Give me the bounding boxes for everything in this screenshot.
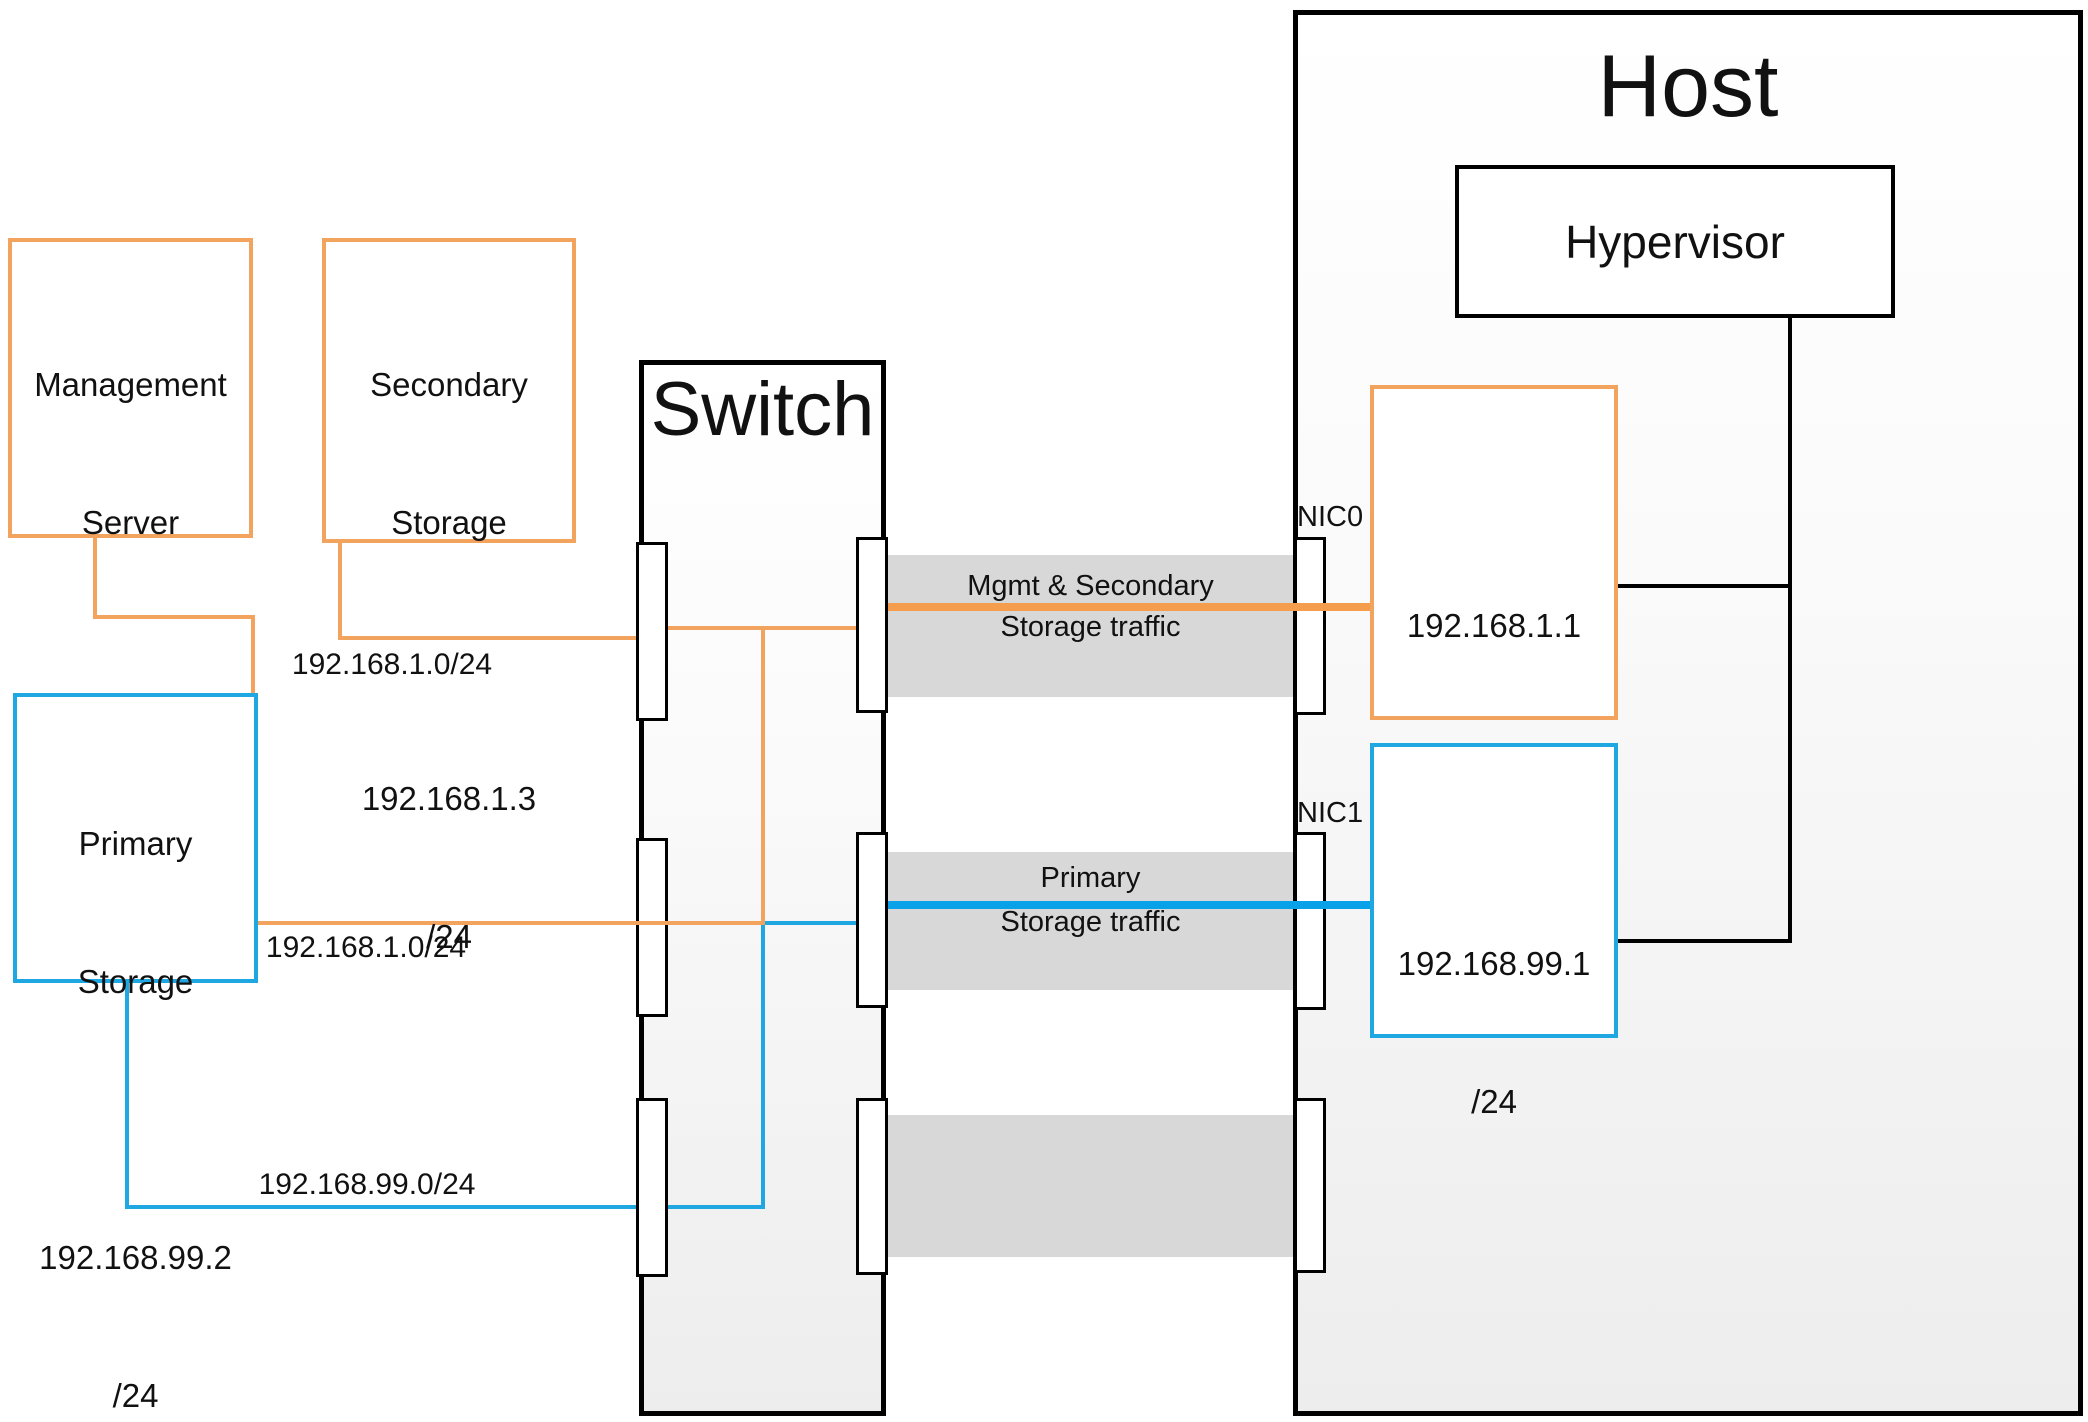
hypervisor-box: Hypervisor — [1455, 165, 1895, 318]
primary-storage-box: Primary Storage 192.168.99.2 /24 — [13, 693, 258, 1414]
primary-storage-name-line1: Primary — [78, 825, 193, 862]
hypervisor-label: Hypervisor — [1565, 215, 1785, 268]
nic1-box: 192.168.99.1 /24 — [1370, 743, 1618, 1120]
secondary-subnet-label: 192.168.1.0/24 — [291, 648, 493, 681]
management-subnet-label: 192.168.1.0/24 — [265, 931, 467, 964]
nic1-trunk-branch — [1618, 939, 1792, 943]
band-mgmt-secondary-label-line1: Mgmt & Secondary — [967, 570, 1214, 602]
management-server-box: Management Server 192.168.1.2 /24 — [8, 238, 253, 955]
primary-storage-spacer — [17, 1097, 254, 1143]
nic0-box: 192.168.1.1 /24 — [1370, 385, 1618, 782]
management-link-vertical-1 — [93, 538, 97, 619]
hypervisor-trunk-vertical — [1788, 318, 1792, 943]
management-server-name-line1: Management — [34, 366, 227, 403]
primary-link-horizontal — [125, 1205, 642, 1209]
nic1-port-label: NIC1 — [1297, 797, 1364, 829]
band-mgmt-secondary — [888, 555, 1293, 697]
management-server-name-line2: Server — [81, 504, 180, 541]
band-primary-label-line2: Storage traffic — [1000, 906, 1181, 938]
switch-title: Switch — [650, 367, 875, 452]
switch-left-port-1 — [636, 542, 668, 721]
nic0-trunk-branch — [1618, 584, 1792, 588]
secondary-storage-ip: 192.168.1.3 — [361, 780, 537, 817]
secondary-storage-name-line2: Storage — [391, 504, 507, 541]
primary-storage-ip: 192.168.99.2 — [39, 1239, 232, 1276]
mgmt-secondary-traffic-line — [888, 603, 1370, 611]
host-title: Host — [1597, 36, 1779, 135]
nic0-ip: 192.168.1.1 — [1406, 607, 1582, 644]
primary-traffic-line — [888, 901, 1370, 909]
nic1-cidr: /24 — [1471, 1083, 1517, 1120]
nic1-ip: 192.168.99.1 — [1397, 945, 1591, 982]
band-mgmt-secondary-label-line2: Storage traffic — [1000, 611, 1181, 643]
band-unused — [888, 1115, 1293, 1257]
management-link-horizontal-1 — [93, 615, 255, 619]
switch-right-port-3 — [856, 1098, 888, 1275]
secondary-storage-name-line1: Secondary — [370, 366, 528, 403]
switch-internal-blue-horizontal-mid — [763, 921, 856, 925]
band-primary — [888, 852, 1293, 990]
band-primary-label-line1: Primary — [1040, 862, 1141, 894]
host-port-unused — [1294, 1098, 1326, 1273]
switch-left-port-3 — [636, 1098, 668, 1277]
management-server-spacer — [12, 638, 249, 684]
secondary-storage-box: Secondary Storage 192.168.1.3 /24 — [322, 238, 576, 955]
management-link-horizontal-2 — [251, 921, 765, 925]
switch-right-port-2 — [856, 832, 888, 1008]
primary-link-vertical — [125, 983, 129, 1209]
primary-storage-name-line2: Storage — [77, 963, 194, 1000]
secondary-link-vertical — [338, 543, 342, 640]
switch-internal-orange-vertical — [761, 626, 765, 925]
switch-right-port-1 — [856, 537, 888, 713]
switch-internal-blue-horizontal-bottom — [668, 1205, 765, 1209]
host-port-nic0 — [1294, 537, 1326, 715]
host-port-nic1 — [1294, 832, 1326, 1010]
secondary-link-horizontal — [338, 636, 642, 640]
secondary-storage-cidr: /24 — [426, 918, 472, 955]
switch-left-port-2 — [636, 838, 668, 1017]
primary-storage-cidr: /24 — [112, 1377, 159, 1414]
primary-subnet-label: 192.168.99.0/24 — [258, 1168, 476, 1201]
switch-internal-blue-vertical — [761, 921, 765, 1209]
nic0-port-label: NIC0 — [1297, 501, 1364, 533]
